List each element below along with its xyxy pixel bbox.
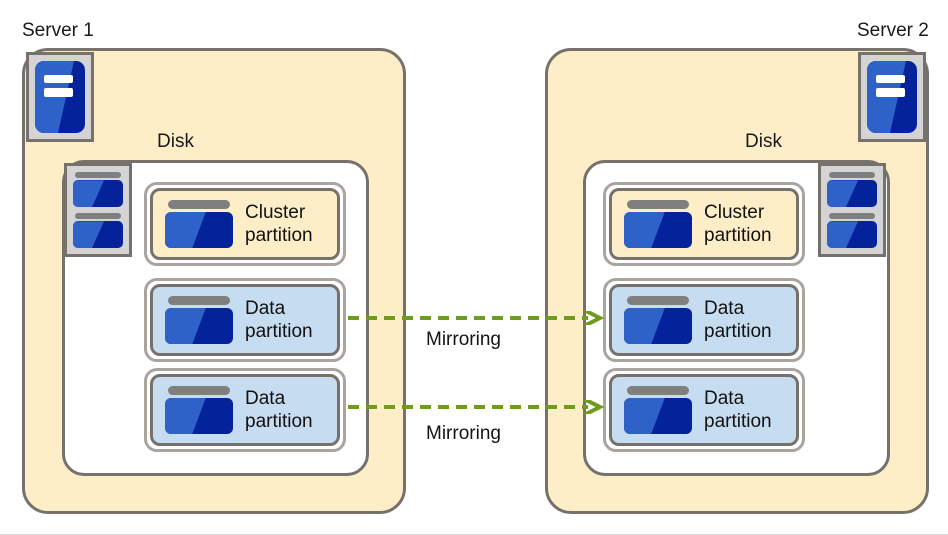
server-tower-icon [858,52,926,142]
server-tower-bar [875,88,905,97]
partition-label: Cluster partition [245,202,313,246]
drive-icon-body [624,212,692,248]
mirroring-label-2: Mirroring [426,423,501,444]
partition-label: Data partition [245,388,313,432]
disk-platter-body [73,221,123,248]
mirroring-label-1: Mirroring [426,329,501,350]
drive-icon [624,200,692,248]
server-2-data-partition-1[interactable]: Data partition [603,278,805,362]
server-1-data-partition-2[interactable]: Data partition [144,368,346,452]
partition-label: Data partition [704,298,772,342]
drive-icon-cap [168,296,230,305]
mirroring-arrow-1 [348,311,604,325]
partition-label: Data partition [245,298,313,342]
partition-inner: Cluster partition [609,188,799,260]
server-1-cluster-partition[interactable]: Cluster partition [144,182,346,266]
disk-platter-body [827,221,877,248]
disk-platter-cap [75,213,121,220]
drive-icon-cap [627,200,689,209]
disk-platter [827,213,877,248]
disk-platter [73,213,123,248]
drive-icon-cap [627,296,689,305]
drive-icon-body [165,398,233,434]
drive-icon [624,386,692,434]
server-2-disk-label: Disk [745,131,782,152]
disk-platter-cap [829,213,875,220]
server-1-data-partition-1[interactable]: Data partition [144,278,346,362]
mirroring-arrow-2 [348,400,604,414]
drive-icon-cap [168,200,230,209]
partition-label: Cluster partition [704,202,772,246]
drive-icon-body [624,398,692,434]
server-2-cluster-partition[interactable]: Cluster partition [603,182,805,266]
drive-icon-body [624,308,692,344]
drive-icon [165,386,233,434]
disk-platter [73,172,123,207]
drive-icon [165,296,233,344]
server-tower-body [35,61,85,133]
drive-icon-body [165,212,233,248]
drive-icon [624,296,692,344]
disk-platter-body [73,180,123,207]
disk-platter-cap [829,172,875,179]
disk-stack-icon [64,163,132,257]
server-1-disk-label: Disk [157,131,194,152]
server-tower-bar [875,74,905,84]
partition-label: Data partition [704,388,772,432]
server-tower-bar [43,88,73,97]
drive-icon-body [165,308,233,344]
server-tower-body [867,61,917,133]
disk-stack-icon [818,163,886,257]
partition-inner: Data partition [150,284,340,356]
server-1-title: Server 1 [22,20,94,41]
partition-inner: Data partition [609,374,799,446]
drive-icon-cap [627,386,689,395]
disk-platter-body [827,180,877,207]
drive-icon-cap [168,386,230,395]
server-2-data-partition-2[interactable]: Data partition [603,368,805,452]
server-2-title: Server 2 [857,20,929,41]
server-tower-bar [43,74,73,84]
partition-inner: Data partition [609,284,799,356]
drive-icon [165,200,233,248]
disk-platter [827,172,877,207]
server-tower-icon [26,52,94,142]
partition-inner: Data partition [150,374,340,446]
disk-platter-cap [75,172,121,179]
partition-inner: Cluster partition [150,188,340,260]
